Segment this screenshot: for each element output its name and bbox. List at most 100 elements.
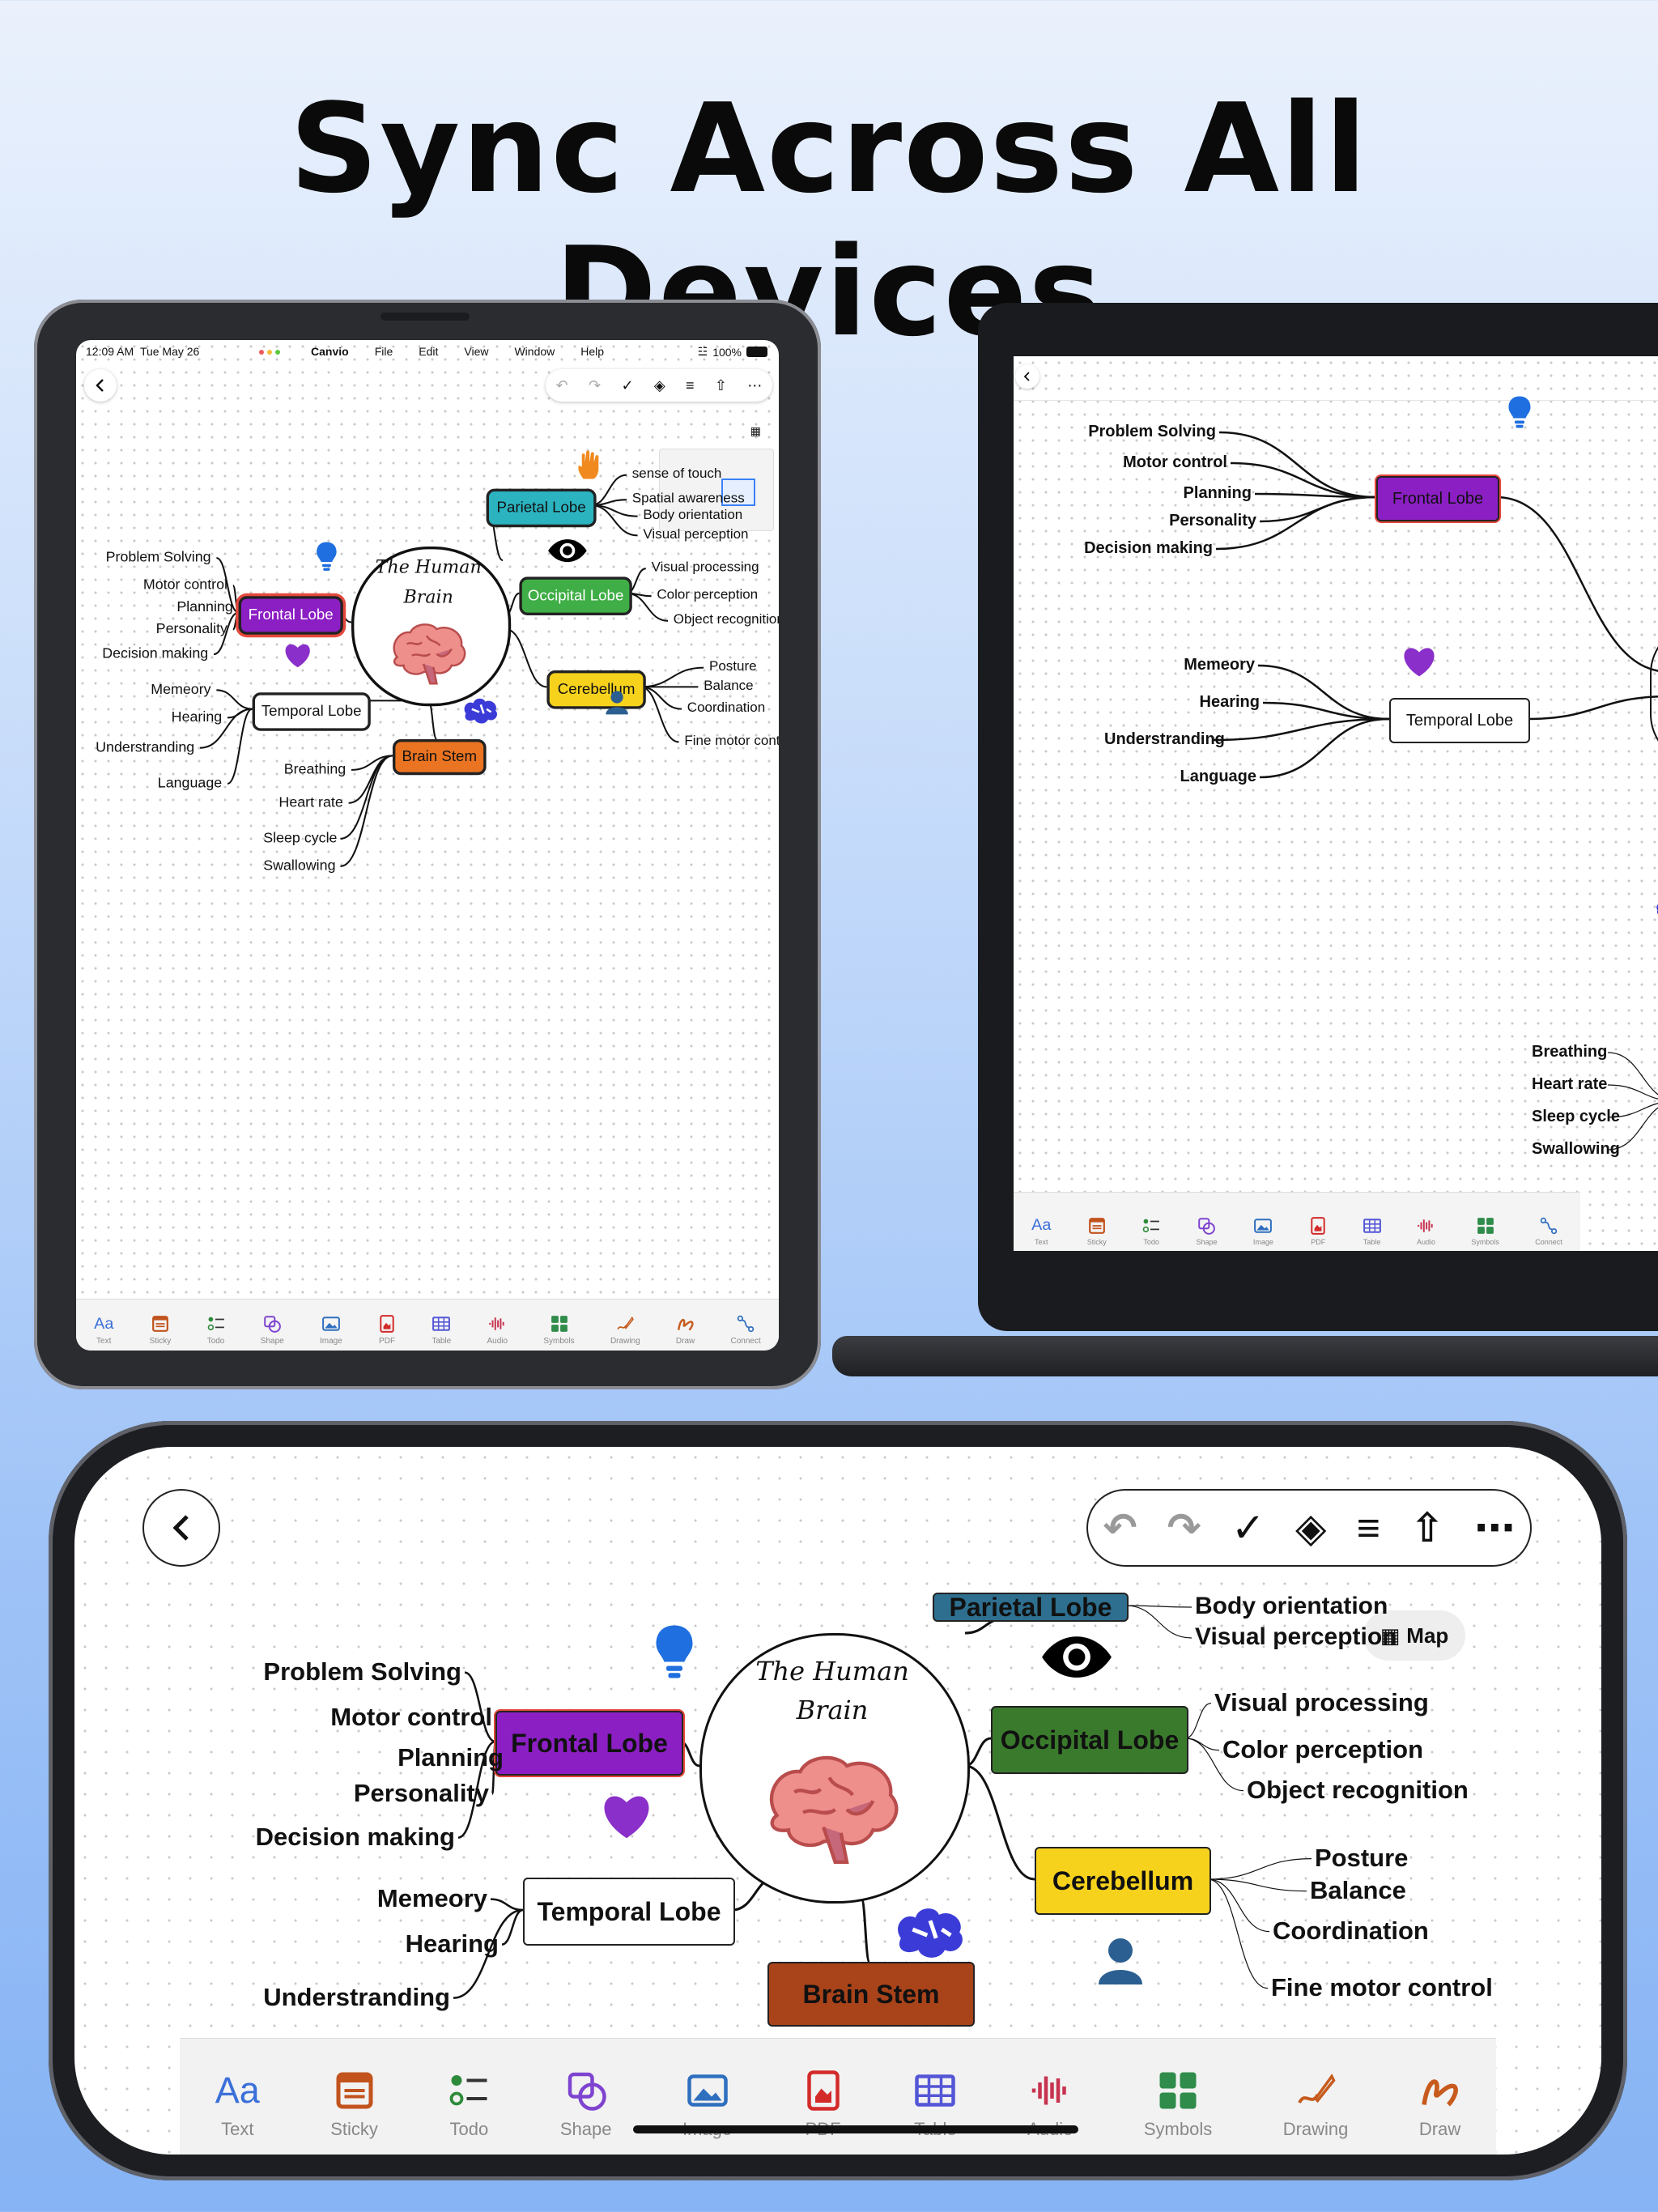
share-icon[interactable]: ⇧ (714, 376, 727, 393)
lightbulb-icon (317, 542, 337, 571)
toolbar-pdf-button[interactable]: PDF (1309, 1216, 1327, 1246)
toolbar-image-button[interactable]: Image (320, 1315, 342, 1346)
checkmark-icon[interactable]: ✓ (1231, 1505, 1265, 1551)
menu-item-view[interactable]: View (464, 345, 489, 358)
toolbar-audio-button[interactable]: Audio (487, 1315, 508, 1346)
node-cerebellum[interactable]: Cerebellum (546, 670, 646, 709)
toolbar-drawing-button[interactable]: Drawing (1283, 2069, 1348, 2140)
undo-icon[interactable]: ↶ (555, 376, 568, 393)
toolbar-pdf-button[interactable]: PDF (378, 1315, 396, 1346)
toolbar-symbols-button[interactable]: Symbols (543, 1315, 575, 1346)
drawing-icon (616, 1315, 635, 1334)
node-temporal[interactable]: Temporal Lobe (523, 1878, 735, 1946)
connector-line (1207, 1878, 1307, 1892)
toolbar-shape-button[interactable]: Shape (1196, 1216, 1218, 1246)
layers-icon[interactable]: ◈ (1295, 1505, 1327, 1551)
window-dots[interactable] (259, 350, 287, 355)
occipital-item: Visual processing (651, 560, 759, 576)
node-parietal[interactable]: Parietal Lobe (933, 1593, 1129, 1622)
toolbar-shape-button[interactable]: Shape (560, 2069, 612, 2140)
parietal-item: Body orientation (1195, 1593, 1388, 1619)
toolbar-symbols-button[interactable]: Symbols (1471, 1216, 1499, 1246)
menu-item-help[interactable]: Help (580, 345, 605, 358)
minimap-icon[interactable]: ▦ (750, 424, 761, 437)
sticky-icon (334, 2069, 375, 2112)
node-occipital[interactable]: Occipital Lobe (519, 576, 632, 615)
node-brainstem[interactable]: Brain Stem (393, 739, 487, 776)
toolbar-sticky-button[interactable]: Sticky (150, 1315, 171, 1346)
more-icon[interactable]: ⋯ (1474, 1505, 1516, 1551)
brain-doodle-icon (464, 698, 498, 724)
toolbar-draw-button[interactable]: Draw (1419, 2069, 1460, 2140)
share-icon[interactable]: ⇧ (1410, 1505, 1445, 1551)
menu-item-window[interactable]: Window (514, 345, 555, 358)
brain-doodle (892, 1902, 968, 1967)
undo-icon[interactable]: ↶ (1103, 1505, 1137, 1551)
connector-line (626, 592, 669, 622)
toolbar-sticky-button[interactable]: Sticky (1087, 1216, 1107, 1246)
node-frontal[interactable]: Frontal Lobe (495, 1711, 683, 1776)
toolbar-todo-button[interactable]: Todo (449, 2069, 489, 2140)
eye (1039, 1635, 1114, 1683)
toolbar-todo-button[interactable]: Todo (1142, 1216, 1160, 1246)
toolbar-audio-button[interactable]: Audio (1417, 1216, 1435, 1246)
todo-icon (449, 2069, 489, 2112)
node-frontal[interactable]: Frontal Lobe (238, 596, 343, 635)
node-occipital[interactable]: Occipital Lobe (991, 1706, 1188, 1774)
map-button[interactable]: ▦Map (1363, 1610, 1465, 1661)
drawing-icon (1295, 2069, 1336, 2112)
table-icon (432, 1315, 451, 1334)
text-icon: Aa (215, 2069, 260, 2111)
back-button[interactable] (1015, 364, 1039, 389)
toolbar-shape-button[interactable]: Shape (261, 1315, 284, 1346)
toolbar-drawing-button[interactable]: Drawing (610, 1315, 640, 1346)
toolbar-connect-button[interactable]: Connect (731, 1315, 761, 1346)
menu-item-canvio[interactable]: Canvio (311, 345, 349, 358)
temporal-item: Memeory (151, 681, 211, 698)
menu-item-file[interactable]: File (374, 345, 393, 358)
sliders-icon[interactable]: ≡ (1356, 1505, 1380, 1551)
more-icon[interactable]: ⋯ (747, 376, 763, 393)
toolbar-table-button[interactable]: Table (432, 1315, 451, 1346)
connector-line (1184, 1703, 1212, 1739)
node-temporal[interactable]: Temporal Lobe (1389, 698, 1530, 743)
toolbar-todo-button[interactable]: Todo (207, 1315, 225, 1346)
minimap[interactable] (659, 449, 774, 531)
menu-item-edit[interactable]: Edit (419, 345, 439, 358)
sticky-icon (151, 1315, 169, 1334)
heart-icon (604, 1796, 649, 1839)
toolbar-image-button[interactable]: Image (1253, 1216, 1273, 1246)
top-toolbar: ↶ ↷ ✓ ◈ ≡ ⇧ ⋯ (546, 369, 772, 402)
redo-icon[interactable]: ↷ (589, 376, 602, 393)
back-button[interactable] (142, 1489, 220, 1567)
sliders-icon[interactable]: ≡ (686, 376, 695, 393)
redo-icon[interactable]: ↷ (1167, 1505, 1201, 1551)
text-icon: Aa (1031, 1216, 1052, 1235)
node-parietal[interactable]: Parietal Lobe (486, 488, 597, 528)
shape-icon (263, 1315, 282, 1334)
node-frontal[interactable]: Frontal Lobe (1376, 476, 1499, 521)
checkmark-icon[interactable]: ✓ (621, 376, 634, 393)
toolbar-sticky-button[interactable]: Sticky (330, 2069, 378, 2140)
toolbar-symbols-button[interactable]: Symbols (1144, 2069, 1212, 2140)
toolbar-table-button[interactable]: Table (1363, 1216, 1381, 1246)
back-button[interactable] (84, 369, 117, 402)
node-temporal[interactable]: Temporal Lobe (252, 692, 371, 731)
hand-icon (578, 450, 599, 479)
brain-image (759, 1751, 905, 1872)
heart-icon (1404, 648, 1435, 677)
layers-icon[interactable]: ◈ (653, 376, 665, 393)
node-brainstem[interactable]: Brain Stem (767, 1962, 975, 2027)
wifi-icon: ☳ (697, 345, 708, 358)
toolbar-draw-button[interactable]: Draw (676, 1315, 695, 1346)
parietal-item: Body orientation (643, 508, 743, 524)
occipital-item: Visual processing (1214, 1688, 1429, 1716)
toolbar-connect-button[interactable]: Connect (1535, 1216, 1562, 1246)
node-cerebellum[interactable]: Cerebellum (1035, 1847, 1211, 1915)
